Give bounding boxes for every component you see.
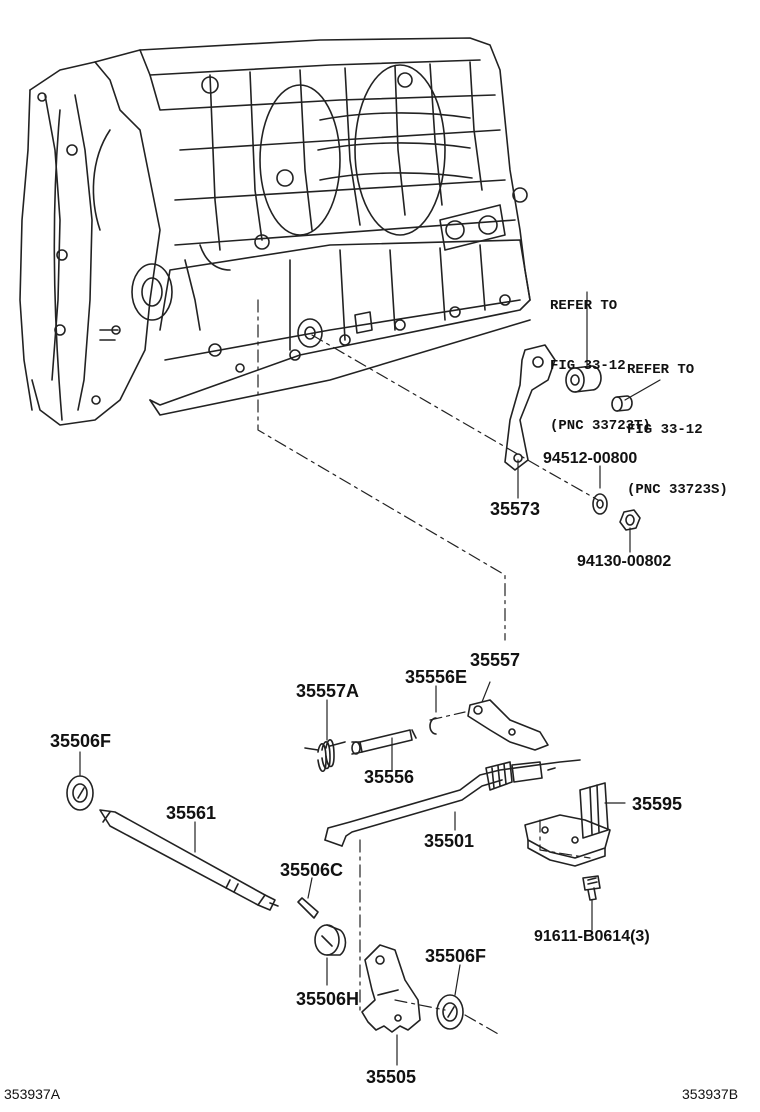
transmission-drawing [19,37,531,426]
part-label-35505: 35505 [366,1067,417,1087]
pin-35556 [351,729,417,755]
part-label-35556E: 35556E [405,667,468,687]
reference-line: (PNC 33723T) [550,418,651,434]
part-label-94130: 94130-00802 [577,553,672,570]
part-label-35557A: 35557A [296,681,360,701]
reference-note-33723S: REFER TO FIG 33-12 (PNC 33723S) [627,320,728,540]
lever-35557 [467,699,549,751]
part-label-35556: 35556 [364,767,415,787]
part-label-35595: 35595 [632,794,683,814]
detent-plate-35505 [361,944,421,1033]
cable-35501 [324,759,581,847]
part-label-94512: 94512-00800 [543,450,638,467]
part-label-35557: 35557 [470,650,521,670]
part-label-35561: 35561 [166,803,217,823]
reference-line: (PNC 33723S) [627,482,728,498]
lever-35573 [504,344,556,471]
illustration-code-right: 353937B [682,1086,739,1102]
clip-35556E [429,717,437,735]
reference-note-33723T: REFER TO FIG 33-12 (PNC 33723T) [550,256,651,476]
seal-35506F-bottom [436,994,464,1030]
part-label-35506F-left: 35506F [50,731,112,751]
illustration-code-left: 353937A [4,1086,61,1102]
reference-line: REFER TO [627,362,695,378]
part-label-35506C: 35506C [280,860,344,880]
bushing-33723T [565,365,602,393]
bolt-91611 [582,875,601,901]
part-label-35501: 35501 [424,831,475,851]
washer-94512 [592,493,608,515]
bracket-35595 [524,782,611,867]
collar-33723S [611,395,633,412]
shaft-35561 [99,809,279,911]
reference-line: FIG 33-12 [627,422,703,438]
part-label-91611: 91611-B0614(3) [534,928,650,945]
seal-35506F-left [66,775,94,811]
part-label-35573: 35573 [490,499,541,519]
spring-35557A [304,739,346,773]
bushing-35506H [314,924,347,956]
leader-lines [79,291,661,1066]
part-label-35506H: 35506H [296,989,360,1009]
part-label-35506F-bottom: 35506F [425,946,487,966]
pin-35506C [297,897,319,919]
reference-line: FIG 33-12 [550,358,626,374]
reference-line: REFER TO [550,298,618,314]
nut-94130 [619,509,641,531]
